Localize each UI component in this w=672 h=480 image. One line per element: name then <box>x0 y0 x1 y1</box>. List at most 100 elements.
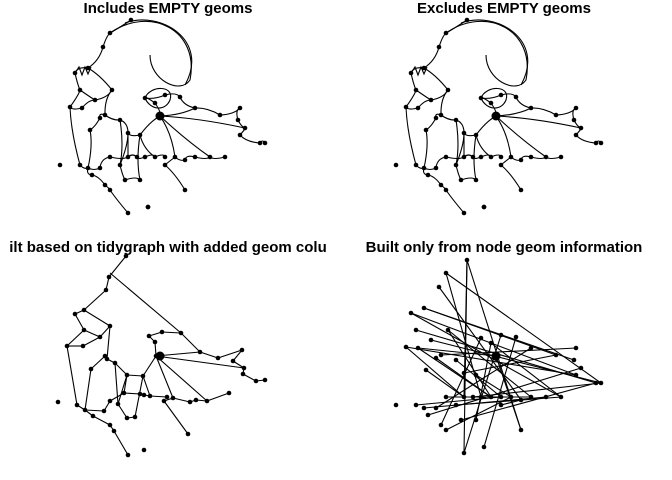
network-panel-excludes-empty <box>393 17 604 216</box>
network-edge <box>427 367 582 416</box>
network-node <box>72 70 78 76</box>
network-node <box>182 157 188 163</box>
network-node <box>423 127 429 133</box>
network-node <box>443 154 449 160</box>
network-edge <box>159 115 246 129</box>
network-node <box>85 65 91 71</box>
network-node <box>421 65 427 71</box>
network-edge <box>104 114 121 121</box>
network-node <box>204 398 210 404</box>
network-node <box>558 394 564 400</box>
network-node <box>461 154 467 160</box>
network-edge <box>483 336 517 448</box>
network-node <box>72 311 78 317</box>
network-edge <box>232 349 243 362</box>
network-node <box>125 154 131 160</box>
network-node <box>473 417 479 423</box>
network-node <box>185 431 191 437</box>
network-node <box>413 327 419 333</box>
network-node <box>102 182 108 188</box>
network-edge <box>164 164 186 191</box>
network-node <box>513 94 519 100</box>
network-edge <box>92 415 111 426</box>
network-edge <box>495 115 512 158</box>
network-node <box>425 172 431 178</box>
network-edge <box>405 89 417 108</box>
network-node <box>87 127 93 133</box>
network-node <box>498 394 504 400</box>
network-edge <box>91 174 106 186</box>
network-node <box>141 392 147 398</box>
network-edge <box>134 375 144 418</box>
network-node <box>240 371 246 377</box>
network-node <box>164 394 170 400</box>
network-node <box>415 345 421 351</box>
network-node <box>147 393 153 399</box>
network-node <box>77 87 83 93</box>
network-node <box>528 105 534 111</box>
network-node <box>421 405 427 411</box>
network-node <box>172 154 178 160</box>
network-node <box>132 414 138 420</box>
network-edge <box>423 307 557 356</box>
network-edge <box>500 399 522 406</box>
network-node <box>518 187 524 193</box>
network-edge <box>142 375 151 397</box>
network-edge <box>69 89 81 108</box>
network-node <box>115 401 121 407</box>
network-node <box>85 165 91 171</box>
network-node <box>102 353 108 359</box>
network-edge <box>440 114 457 121</box>
network-node <box>433 115 439 121</box>
network-edge <box>99 325 111 338</box>
network-edge <box>179 96 196 109</box>
network-node <box>543 154 549 160</box>
network-node <box>125 210 131 216</box>
loop-edge <box>109 20 192 87</box>
panel-title-includes-empty: Includes EMPTY geoms <box>83 0 253 17</box>
network-edge <box>455 164 462 181</box>
network-node <box>478 335 484 341</box>
network-node <box>262 140 268 146</box>
network-edge <box>74 313 85 331</box>
network-node <box>513 334 519 340</box>
network-edge <box>83 309 111 327</box>
network-node <box>445 327 451 333</box>
network-node <box>182 187 188 193</box>
network-node <box>239 347 245 353</box>
network-edge <box>417 347 497 357</box>
network-panel-includes-empty <box>57 17 268 216</box>
loop-edge <box>445 20 528 87</box>
network-node <box>137 132 143 138</box>
network-edge <box>423 129 428 169</box>
network-node <box>124 415 130 421</box>
network-node <box>152 154 158 160</box>
network-edge <box>144 94 166 99</box>
network-node <box>461 130 467 136</box>
network-node <box>408 70 414 76</box>
network-node <box>498 332 504 338</box>
network-edge <box>149 395 168 398</box>
network-node <box>79 105 85 111</box>
network-node <box>217 112 223 118</box>
panel-title-excludes-empty: Excludes EMPTY geoms <box>417 0 591 17</box>
network-node <box>438 352 444 358</box>
network-node <box>443 394 449 400</box>
network-node <box>443 30 449 36</box>
network-node <box>470 394 476 400</box>
network-edge <box>114 362 128 376</box>
network-node <box>403 104 409 110</box>
network-node <box>226 390 232 396</box>
network-edge <box>415 396 502 406</box>
network-node <box>74 402 80 408</box>
network-node <box>453 357 459 363</box>
hub-node <box>491 111 501 121</box>
network-edge <box>463 354 557 374</box>
network-node <box>445 87 451 93</box>
panel-title-node-geom-only: Built only from node geom information <box>365 239 643 256</box>
network-node <box>573 105 579 111</box>
network-edge <box>206 392 230 402</box>
network-node <box>461 450 467 456</box>
network-node <box>162 162 168 168</box>
network-edge <box>106 325 111 360</box>
